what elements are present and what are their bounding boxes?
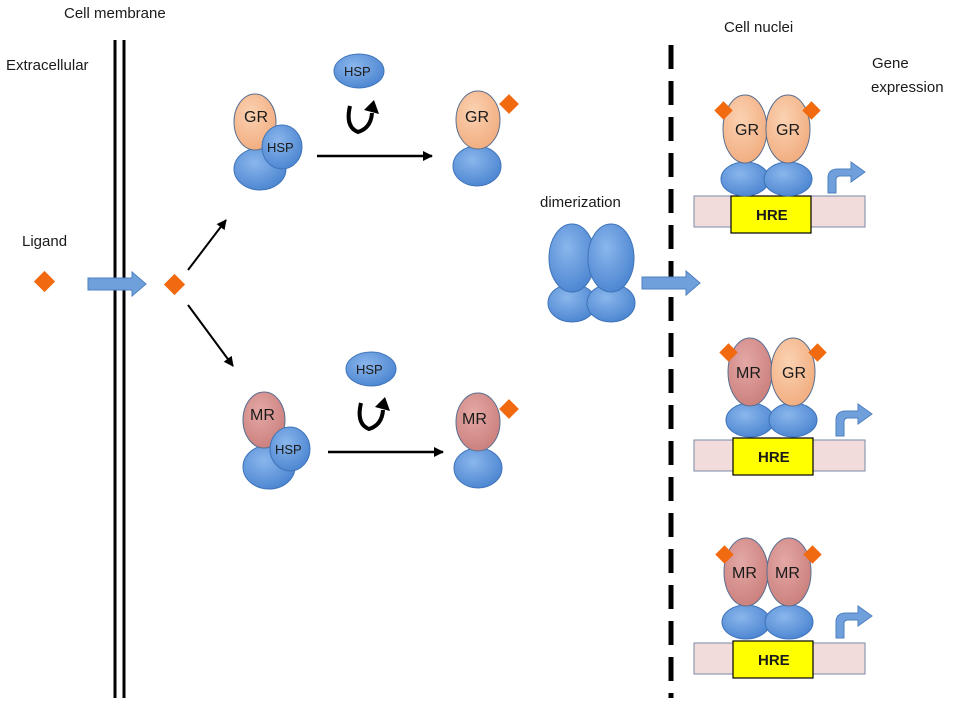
activated-gr: GR: [452, 90, 519, 187]
hre-label: HRE: [758, 652, 790, 669]
ligand-bound-icon: [719, 343, 738, 362]
ligand-extracellular-icon: [33, 270, 56, 293]
ligand-bound-icon: [499, 94, 519, 114]
ligand-intracellular-icon: [163, 273, 186, 296]
cell-membrane: [113, 40, 126, 698]
hre-box: [732, 640, 814, 679]
branch-arrow-down-icon: [187, 304, 234, 367]
ligand-bound-icon: [808, 343, 827, 362]
ligand-bound-icon: [803, 545, 822, 564]
release-arrowhead-icon: [364, 100, 379, 114]
gene-complex-mr-gr: HRE MR GR: [693, 337, 873, 476]
hsp-label: HSP: [344, 64, 371, 79]
gene-expression-label-line2: expression: [871, 79, 944, 96]
branch-arrow-up-icon: [187, 219, 227, 271]
activated-mr: MR: [453, 392, 519, 489]
ligand-label: Ligand: [22, 233, 67, 250]
mr-hsp-complex: MR HSP: [242, 391, 311, 490]
free-hsp-bottom: HSP: [345, 351, 397, 387]
gr-label: GR: [465, 109, 489, 126]
transcription-arrow-icon: [827, 161, 866, 194]
ligand-bound-icon: [715, 545, 734, 564]
gr-label: GR: [244, 109, 268, 126]
cell-membrane-label: Cell membrane: [64, 5, 166, 22]
ligand-bound-icon: [802, 101, 821, 120]
transcription-arrow-icon: [835, 403, 873, 437]
membrane-crossing-arrow-icon: [87, 270, 147, 298]
mr-label: MR: [732, 565, 757, 582]
gene-expression-label-line1: Gene: [872, 55, 909, 72]
release-arrowhead-icon: [375, 397, 390, 411]
release-arrow-icon: [346, 105, 374, 135]
mr-label: MR: [736, 365, 761, 382]
gene-complex-mr-mr: HRE MR MR: [693, 537, 873, 679]
ligand-bound-icon: [499, 399, 519, 419]
gr-label: GR: [782, 365, 806, 382]
mr-label: MR: [775, 565, 800, 582]
mr-label: MR: [250, 407, 275, 424]
hre-label: HRE: [758, 449, 790, 466]
gr-label: GR: [776, 122, 800, 139]
hre-label: HRE: [756, 207, 788, 224]
gene-complex-gr-gr: HRE GR GR: [693, 94, 866, 234]
transcription-arrow-icon: [835, 605, 873, 639]
hsp-label: HSP: [267, 140, 294, 155]
free-hsp-top: HSP: [333, 53, 385, 89]
dimerization-label: dimerization: [540, 194, 621, 211]
cell-nuclei-label: Cell nuclei: [724, 19, 793, 36]
ligand-bound-icon: [714, 101, 733, 120]
hsp-label: HSP: [275, 442, 302, 457]
gr-hsp-complex: GR HSP: [233, 93, 303, 191]
hsp-label: HSP: [356, 362, 383, 377]
dimer-complex: [547, 223, 636, 323]
hre-box: [730, 195, 812, 234]
release-arrow-icon: [357, 402, 385, 432]
mr-label: MR: [462, 411, 487, 428]
gr-label: GR: [735, 122, 759, 139]
extracellular-label: Extracellular: [6, 57, 89, 74]
nuclear-entry-arrow-icon: [641, 269, 701, 297]
hre-box: [732, 437, 814, 476]
